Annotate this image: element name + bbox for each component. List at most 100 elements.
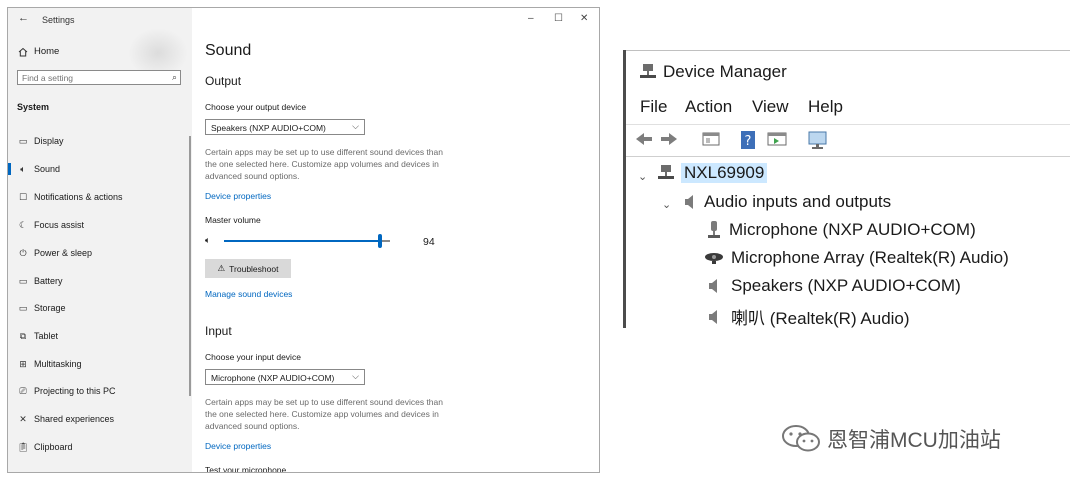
sidebar-item-storage[interactable]: ▭ Storage [8,297,192,319]
wechat-icon [782,425,820,452]
sidebar-item-focus-assist[interactable]: ☾ Focus assist [8,214,192,236]
input-device-dropdown[interactable]: Microphone (NXP AUDIO+COM) ⌵ [205,369,365,385]
manage-sound-devices-link[interactable]: Manage sound devices [205,289,293,299]
search-input[interactable] [22,72,162,83]
sidebar-item-label: Tablet [34,331,59,341]
troubleshoot-button[interactable]: ⚠ Troubleshoot [205,259,291,278]
troubleshoot-label: Troubleshoot [229,263,279,274]
device-manager-window: Device Manager File Action View Help ? ⌄… [623,50,1070,328]
settings-content: Sound Output Choose your output device S… [192,8,599,472]
maximize-button[interactable]: ☐ [554,13,563,24]
close-button[interactable]: ✕ [580,13,589,24]
tree-device-microphone[interactable]: Microphone (NXP AUDIO+COM) [706,220,976,240]
tree-top-divider [626,156,1070,157]
back-arrow-icon[interactable] [634,130,654,148]
search-box[interactable]: ⌕ [17,70,181,85]
sidebar-item-multitasking[interactable]: ⊞ Multitasking [8,353,192,375]
update-driver-icon[interactable] [766,130,788,148]
webcam-icon [705,253,723,264]
input-device-properties-link[interactable]: Device properties [205,441,272,451]
home-icon [18,47,28,56]
device-label: Microphone (NXP AUDIO+COM) [729,220,976,239]
menu-file[interactable]: File [640,97,668,116]
chevron-down-icon: ⌵ [352,371,359,381]
master-volume-slider[interactable] [224,234,390,248]
sidebar-item-label: Display [34,136,64,146]
output-section-title: Output [205,74,242,88]
output-note: Certain apps may be set up to use differ… [205,147,443,181]
clipboard-icon: 📋︎ [17,441,29,452]
sidebar-item-notifications[interactable]: ☐ Notifications & actions [8,186,192,208]
sidebar-item-label: Notifications & actions [34,192,123,202]
tree-device-speakers[interactable]: Speakers (NXP AUDIO+COM) [706,276,961,296]
sidebar-scrollbar[interactable] [189,136,191,396]
tree-device-realtek-speaker[interactable]: 喇叭 (Realtek(R) Audio) [706,304,910,329]
computer-name: NXL69909 [681,163,768,183]
display-icon: ▭ [18,135,28,146]
sidebar-item-label: Multitasking [34,359,82,369]
multitasking-icon: ⊞ [19,358,27,369]
svg-text:?: ? [745,134,752,149]
back-arrow-icon[interactable]: ← [18,12,29,24]
search-icon[interactable]: ⌕ [171,72,177,82]
sidebar-item-projecting[interactable]: ⎚ Projecting to this PC [8,380,192,402]
device-manager-icon [640,64,656,78]
sidebar-item-display[interactable]: ▭ Display [8,130,192,152]
properties-icon[interactable] [701,130,721,148]
output-device-properties-link[interactable]: Device properties [205,191,272,201]
category-label: Audio inputs and outputs [704,192,892,211]
speaker-icon: 🔈︎ [20,163,26,174]
storage-icon: ▭ [18,302,28,313]
master-volume-label: Master volume [205,215,261,225]
app-title: Settings [42,15,75,25]
watermark: 恩智浦MCU加油站 [781,424,1001,454]
minimize-button[interactable]: – [528,13,534,24]
sidebar-item-label: Battery [34,276,63,286]
microphone-icon [708,221,720,238]
menu-view[interactable]: View [752,97,789,116]
sidebar-item-clipboard[interactable]: 📋︎ Clipboard [8,436,192,458]
sidebar-item-power-sleep[interactable]: ⏻ Power & sleep [8,242,192,264]
home-nav[interactable]: Home [18,46,59,57]
projecting-icon: ⎚ [19,385,27,396]
forward-arrow-icon[interactable] [659,130,679,148]
window-top-border [626,50,1070,51]
tree-node-audio-category[interactable]: Audio inputs and outputs [682,192,891,212]
sidebar-item-label: Clipboard [34,442,73,452]
sidebar-item-label: Focus assist [34,220,85,230]
volume-icon[interactable]: 🔈︎ [205,235,211,245]
scan-hardware-icon[interactable] [807,130,829,150]
menu-help[interactable]: Help [808,97,843,116]
input-note: Certain apps may be set up to use differ… [205,397,443,431]
sidebar-item-battery[interactable]: ▭ Battery [8,270,192,292]
section-heading: System [17,102,50,112]
sidebar-item-sound[interactable]: 🔈︎ Sound [8,158,192,180]
help-icon[interactable]: ? [738,130,758,150]
sidebar-item-shared-experiences[interactable]: ✕ Shared experiences [8,408,192,430]
warning-icon: ⚠ [217,263,226,273]
volume-thumb[interactable] [378,234,382,248]
notification-icon: ☐ [18,191,28,202]
page-title: Sound [205,42,252,59]
tree-node-computer[interactable]: NXL69909 [656,163,768,183]
expand-chevron-icon[interactable]: ⌄ [662,199,672,211]
tree-device-microphone-array[interactable]: Microphone Array (Realtek(R) Audio) [704,248,1009,268]
computer-icon [658,165,674,179]
shared-icon: ✕ [19,413,27,424]
output-device-label: Choose your output device [205,102,307,112]
volume-value: 94 [423,236,435,248]
moon-icon: ☾ [18,219,28,230]
sidebar-item-label: Shared experiences [34,414,115,424]
settings-sidebar: ← Settings Home ⌕ System ▭ Display 🔈︎ So… [8,8,192,472]
toolbar-divider [626,124,1070,125]
title-bar: ← Settings [8,8,192,32]
power-icon: ⏻ [19,247,27,258]
sidebar-item-label: Sound [34,164,61,174]
expand-chevron-icon[interactable]: ⌄ [638,171,648,183]
tablet-icon: ⧉ [19,330,27,341]
output-device-value: Speakers (NXP AUDIO+COM) [211,123,326,133]
menu-action[interactable]: Action [685,97,733,116]
sidebar-item-tablet[interactable]: ⧉ Tablet [8,325,192,347]
sidebar-item-label: Power & sleep [34,248,93,258]
output-device-dropdown[interactable]: Speakers (NXP AUDIO+COM) ⌵ [205,119,365,135]
